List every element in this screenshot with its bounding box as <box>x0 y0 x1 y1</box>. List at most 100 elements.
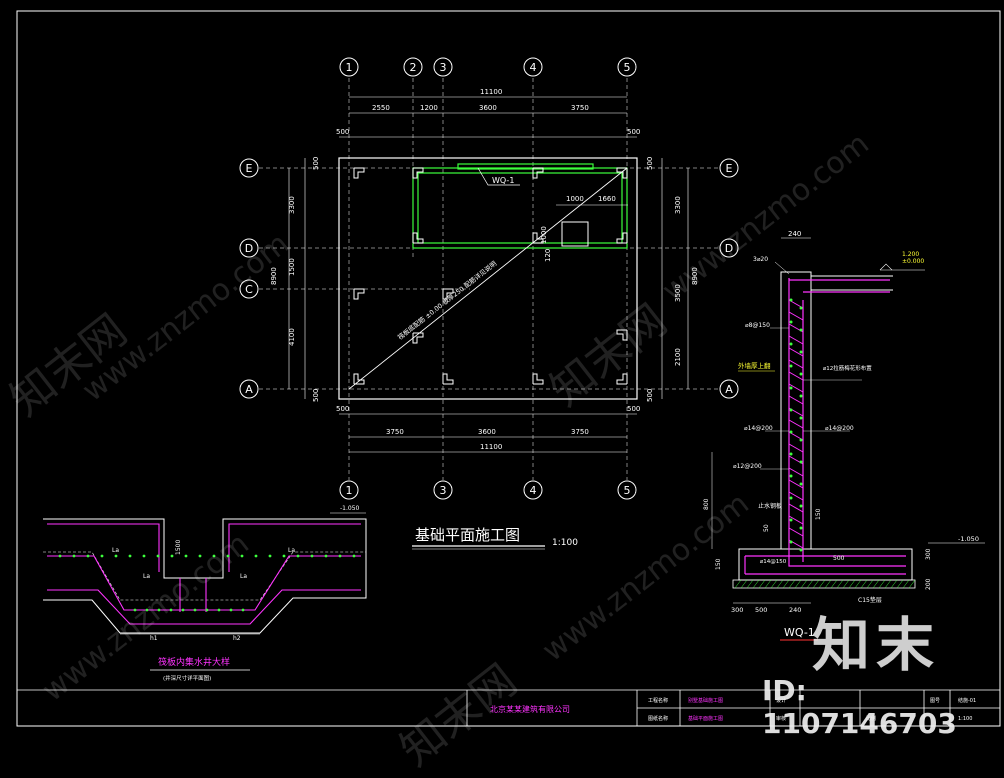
grid-bubble-top-4-label: 4 <box>530 61 537 74</box>
dim-opening-c: 1000 <box>540 226 548 244</box>
grid-bubble-left-E: E <box>239 158 259 178</box>
bed-hatch <box>764 579 772 589</box>
bed-hatch <box>848 579 856 589</box>
pit-rebar-dot <box>170 554 174 558</box>
grid-bubble-top-4: 4 <box>523 57 543 77</box>
sec-inner-bar: ⌀14@200 <box>825 425 854 432</box>
dim-overhang-tr: 500 <box>627 128 640 136</box>
bed-hatch <box>812 579 820 589</box>
grid-bubble-right-D: D <box>719 238 739 258</box>
drawing-canvas: 筏板底配筋 ±0.00 板厚250 配筋详见说明 WQ-1 1000 1660 … <box>1 10 1001 776</box>
column-9 <box>442 288 454 300</box>
column-5 <box>412 232 424 244</box>
grid-bubble-top-1-label: 1 <box>346 61 353 74</box>
column-12 <box>532 373 544 385</box>
dim-right-ovh-top: 500 <box>646 157 654 170</box>
pit-rebar-dot <box>217 608 221 612</box>
rebar-dot <box>799 328 803 332</box>
pit-la-1: La <box>112 547 119 554</box>
tie-bar <box>788 479 804 489</box>
sec-dim-500: 500 <box>833 555 845 562</box>
sec-note-1: 外墙厚上翻 <box>738 361 771 370</box>
pit-opening <box>561 221 589 247</box>
dim-left-seg-2: 1500 <box>288 258 296 276</box>
tie-bar <box>788 443 804 453</box>
pit-rebar-dot <box>114 554 118 558</box>
tb-num-label-1: 图号 <box>930 698 940 704</box>
grid-bubble-bottom-5-label: 5 <box>624 484 631 497</box>
diagonal-line <box>348 167 628 390</box>
sec-stirrup: ⌀8@150 <box>745 322 770 329</box>
bed-hatch <box>896 579 904 589</box>
rebar-dot <box>789 320 793 324</box>
raft-outline <box>338 157 638 400</box>
column-8 <box>353 288 365 300</box>
grid-bubble-left-A: A <box>239 379 259 399</box>
grid-bubble-right-A: A <box>719 379 739 399</box>
grid-bubble-right-D-label: D <box>725 242 733 255</box>
tie-bar <box>788 347 804 357</box>
grid-bubble-bottom-3-label: 3 <box>440 484 447 497</box>
pit-rebar-dot <box>128 554 132 558</box>
column-7 <box>616 232 628 244</box>
pit-subtitle: (井深尺寸详平面图) <box>163 674 211 682</box>
grid-bubble-right-A-label: A <box>725 383 733 396</box>
bed-hatch <box>734 579 742 589</box>
tb-row-1: 工程名称 <box>648 697 668 704</box>
column-4 <box>616 167 628 179</box>
dim-opening-a: 1000 <box>566 195 584 203</box>
sec-top-width: 240 <box>788 230 801 238</box>
pit-rebar-dot <box>240 554 244 558</box>
rebar-dot <box>789 342 793 346</box>
dim-right-seg-2: 3500 <box>674 284 682 302</box>
dim-top-seg-3: 3600 <box>479 104 497 112</box>
grid-bubble-left-E-label: E <box>246 162 253 175</box>
dim-opening-b: 1660 <box>598 195 616 203</box>
grid-bubble-left-A-label: A <box>245 383 253 396</box>
pit-rebar-dot <box>229 608 233 612</box>
rebar-dot <box>789 540 793 544</box>
grid-bubble-left-C: C <box>239 279 259 299</box>
pit-rebar-dot <box>86 554 90 558</box>
image-id: ID: 1107146703 <box>762 674 957 740</box>
sump-pit-detail: -1.050 1500 La La La La h1 h2 筏板内集水井大样 (… <box>43 505 367 682</box>
sec-title: WQ-1 <box>784 626 815 639</box>
grid-bubble-top-5: 5 <box>617 57 637 77</box>
sec-waterstop: 止水钢板 <box>758 502 782 510</box>
rebar-dot <box>799 526 803 530</box>
section-bed <box>732 579 916 589</box>
wall-outline-outer <box>412 167 628 249</box>
bed-hatch <box>854 579 862 589</box>
tb-row-2: 图纸名称 <box>648 715 668 722</box>
sec-dim-150b: 150 <box>715 558 722 570</box>
rebar-dot <box>799 438 803 442</box>
grid-bubble-bottom-3: 3 <box>433 480 453 500</box>
sec-outer-bar: ⌀14@200 <box>744 425 773 432</box>
bed-hatch <box>740 579 748 589</box>
grid-bubble-bottom-4-label: 4 <box>530 484 537 497</box>
column-3 <box>532 167 544 179</box>
grid-bubble-top-5-label: 5 <box>624 61 631 74</box>
grid-bubble-top-3-label: 3 <box>440 61 447 74</box>
pit-h2: h2 <box>233 635 241 642</box>
rebar-dot <box>789 430 793 434</box>
title-block <box>17 689 1000 726</box>
pit-la-4: La <box>288 547 295 554</box>
bed-hatch <box>842 579 850 589</box>
tie-bar <box>788 467 804 477</box>
bed-hatch <box>806 579 814 589</box>
bed-hatch <box>908 579 916 589</box>
pit-rebar-dot <box>282 554 286 558</box>
tie-bar <box>788 503 804 513</box>
dim-bottom-total: 11100 <box>480 443 502 451</box>
tie-bar <box>788 335 804 345</box>
grid-bubble-bottom-4: 4 <box>523 480 543 500</box>
bed-hatch <box>758 579 766 589</box>
tie-bar <box>788 359 804 369</box>
dim-left-seg-1: 3300 <box>288 196 296 214</box>
sec-elev-1: 1.200 <box>902 251 919 258</box>
dim-right-total: 8900 <box>691 267 699 285</box>
pit-rebar-dot <box>226 554 230 558</box>
column-14 <box>616 329 628 341</box>
bed-hatch <box>902 579 910 589</box>
